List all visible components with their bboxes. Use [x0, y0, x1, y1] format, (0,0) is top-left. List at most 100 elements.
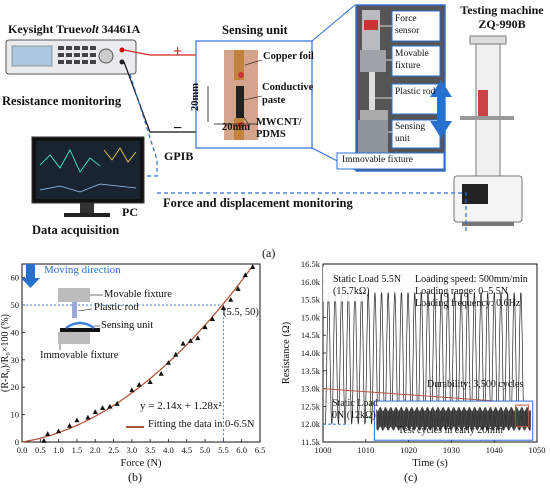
data-point [235, 286, 241, 291]
data-point [114, 401, 120, 406]
legend-fit-swatch [126, 426, 144, 428]
loading-frequency-label: Loading frequency: 0.6Hz [415, 298, 521, 309]
movable-fixture-shape [58, 288, 90, 302]
data-point [165, 359, 172, 365]
plastic-rod-label: Plastic rod [395, 87, 436, 97]
zoom-source-box [515, 404, 529, 428]
mwcnt-pdms-label: MWCNT/ PDMS [256, 117, 302, 140]
dim-vertical-label: 20mm [190, 83, 201, 111]
data-point [250, 264, 256, 269]
static-high-label-2: (15.7kΩ) [333, 286, 370, 297]
static-high-label-1: Static Load 5.5N [333, 274, 402, 285]
y-tick-label: 16.5k [301, 259, 321, 269]
durability-trace [376, 407, 531, 431]
x-tick-label: 1040 [486, 445, 503, 455]
x-tick-label: 1020 [400, 445, 417, 455]
static-high-bg [323, 266, 366, 302]
inset-movable-fixture-label: Movable fixture [104, 289, 172, 300]
force-sensor-label: Force sensor [395, 14, 420, 36]
plastic-rod-shape [72, 302, 77, 318]
immovable-fixture-shape [58, 332, 90, 344]
y-tick-label: 10 [11, 410, 20, 420]
y-axis-label: (R-R₀)/R₀×100 (%) [0, 314, 11, 392]
data-point [173, 351, 179, 357]
vertical-movement-arrow [430, 80, 452, 138]
inset-sensing-unit-label: Sensing unit [101, 320, 154, 331]
data-point [158, 370, 164, 376]
y-tick-label: 0 [15, 437, 19, 447]
plus-sign: + [173, 43, 183, 60]
y-tick-label: 50 [11, 300, 20, 310]
x-tick-label: 1.0 [53, 445, 64, 455]
sensing-unit-photo [195, 40, 313, 149]
movable-fixture-label: Movable fixture [395, 49, 429, 71]
y-tick-label: 14.5k [301, 330, 321, 340]
data-point [202, 324, 208, 330]
y-tick-label: 14.0k [301, 348, 321, 358]
multimeter-device [5, 39, 137, 75]
data-point [74, 417, 80, 423]
y-axis-label: Resistance (Ω) [281, 321, 292, 384]
gpib-label: GPIB [164, 149, 194, 163]
x-tick-label: 4.5 [181, 445, 192, 455]
testing-machine [453, 35, 523, 226]
y-tick-label: 30 [11, 355, 20, 365]
static-low-label-1: Static Load [332, 398, 378, 409]
panel-c-caption: (c) [404, 470, 418, 484]
x-tick-label: 3.5 [145, 445, 156, 455]
data-point [242, 272, 248, 278]
y-tick-label: 11.5k [301, 437, 321, 447]
copper-foil-label: Copper foil [263, 51, 314, 62]
inset-immovable-fixture-label: Immovable fixture [40, 350, 119, 361]
loading-speed-label: Loading speed: 500mm/min [415, 274, 528, 285]
sensing-unit-shape [65, 321, 95, 330]
conductive-paste-label: Conductive paste [262, 82, 314, 106]
y-tick-label: 12.0k [301, 419, 321, 429]
data-point [67, 422, 73, 428]
legend-fit-label: Fitting the data in 0-6.5N [148, 419, 255, 430]
x-tick-label: 1010 [357, 445, 374, 455]
x-tick-label: 1.5 [72, 445, 83, 455]
data-point [56, 428, 62, 434]
testing-machine-model: ZQ-990B [478, 17, 526, 31]
plot-frame [21, 263, 261, 443]
x-tick-label: 4.0 [163, 445, 174, 455]
force-displacement-label: Force and displacement monitoring [163, 196, 353, 210]
loading-range-label: Loading range: 0–5.5N [415, 286, 509, 297]
moving-direction-label: Moving direction [44, 264, 121, 276]
dim-horizontal-label: 20mm [222, 122, 250, 133]
data-point [129, 387, 135, 393]
data-point [180, 340, 186, 346]
zoom-connector [322, 388, 520, 404]
inset-test-cycles-label: Test cycles in early 20min [398, 425, 503, 436]
panel-a-caption: (a) [262, 246, 276, 260]
x-axis-label: Time (s) [412, 458, 448, 469]
durability-label: Durability: 3,500 cycles [427, 379, 524, 390]
x-tick-label: 0.0 [17, 445, 28, 455]
point-annotation: (5.5, 50) [223, 307, 259, 318]
y-tick-label: 20 [11, 382, 20, 392]
x-tick-label: 1050 [529, 445, 546, 455]
y-tick-label: 16.0k [301, 277, 321, 287]
data-point [85, 414, 91, 420]
x-axis-label: Force (N) [120, 458, 162, 469]
sensing-unit-title: Sensing unit [222, 23, 288, 37]
data-point [147, 379, 153, 384]
y-tick-label: 15.5k [301, 295, 321, 305]
data-point [41, 438, 47, 443]
fit-equation: y = 2.14x + 1.28x² [140, 400, 222, 412]
panel-b-inset-diagram [21, 264, 103, 350]
data-point [99, 405, 106, 410]
y-tick-label: 60 [11, 273, 20, 283]
panel-b-caption: (b) [128, 470, 142, 484]
data-acquisition-label: Data acquisition [32, 223, 120, 237]
force-displacement-link [157, 192, 467, 232]
static-low-label-2: 0N (12kΩ) [332, 410, 376, 421]
inset-plastic-rod-label: Plastic rod [94, 302, 139, 313]
x-tick-label: 5.0 [200, 445, 211, 455]
x-tick-label: 1030 [443, 445, 460, 455]
y-tick-label: 40 [11, 327, 20, 337]
immovable-fixture-label: Immovable fixture [342, 155, 413, 165]
x-tick-label: 1000 [315, 445, 332, 455]
